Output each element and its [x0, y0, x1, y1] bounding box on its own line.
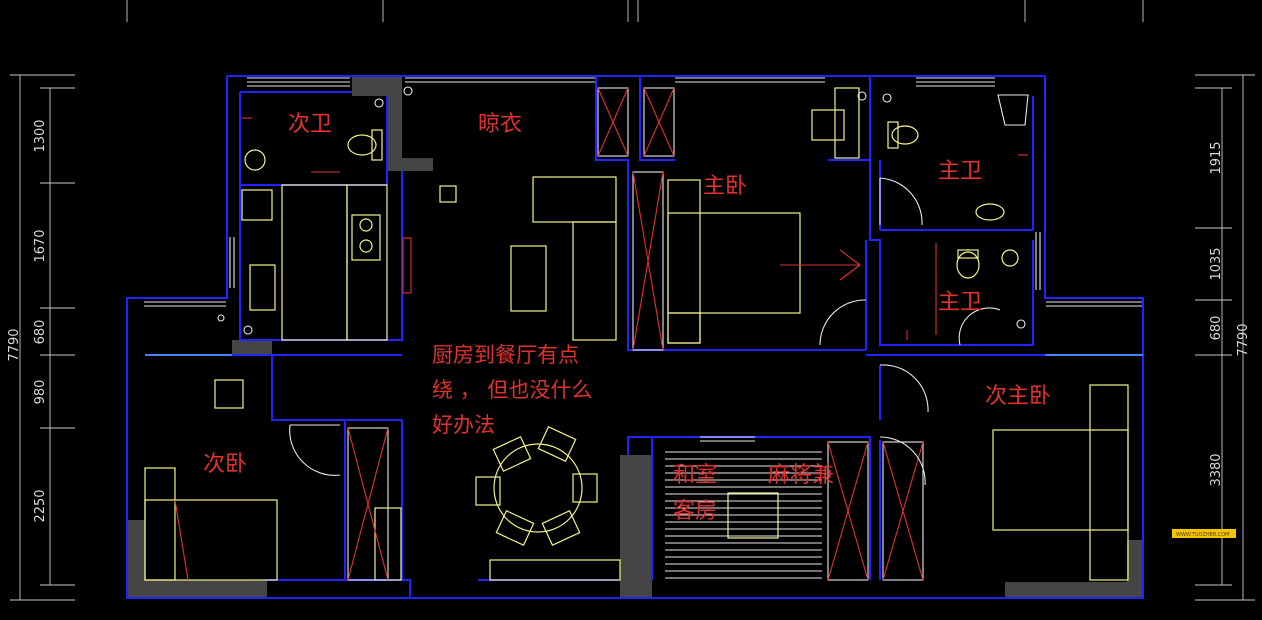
dim-left-5: 2250 — [33, 489, 48, 522]
wall-poche — [127, 76, 1143, 598]
watermark-text: WWW.TUOZHE8.COM — [1176, 532, 1229, 538]
left-dimension-lines — [10, 74, 75, 601]
dim-right-total: 7790 — [1236, 323, 1251, 356]
dim-left-1: 1300 — [33, 119, 48, 152]
dim-right-3: 680 — [1209, 316, 1224, 341]
room-label-secondary-bedroom: 次卧 — [203, 452, 247, 477]
closets — [174, 87, 937, 581]
room-label-drying: 晾衣 — [478, 112, 522, 137]
room-label-secondary-bath: 次卫 — [288, 112, 332, 137]
room-label-secondary-master: 次主卧 — [985, 384, 1051, 409]
dim-left-4: 980 — [33, 380, 48, 405]
design-note: 厨房到餐厅有点 绕 ， 但也没什么 好办法 — [432, 343, 592, 437]
room-label-master-bedroom: 主卧 — [703, 174, 747, 199]
right-dimension-lines — [1195, 74, 1255, 601]
room-label-guest-room: 客房 — [673, 499, 717, 524]
room-label-master-bath-2: 主卫 — [938, 290, 982, 315]
door-swings — [289, 94, 1029, 486]
outlet-markers — [217, 86, 1026, 335]
note-line-3: 好办法 — [432, 413, 495, 437]
dim-right-1: 1915 — [1209, 141, 1224, 174]
dim-left-2: 1670 — [33, 229, 48, 262]
watermark-logo: WWW.TUOZHE8.COM — [1172, 529, 1236, 538]
note-line-1: 厨房到餐厅有点 — [432, 343, 579, 367]
note-line-2: 绕 ， 但也没什么 — [432, 378, 592, 402]
top-dimension-ticks — [126, 0, 1144, 22]
red-details — [242, 117, 1028, 340]
dim-left-3: 680 — [33, 320, 48, 345]
dim-left-total: 7790 — [7, 328, 22, 361]
dim-right-2: 1035 — [1209, 247, 1224, 280]
room-label-mahjong-room: 麻将兼 — [768, 463, 834, 488]
tatami-slats — [665, 451, 822, 579]
windows — [144, 77, 1142, 442]
room-label-japanese-room: 和室 — [673, 463, 717, 488]
room-label-master-bath-1: 主卫 — [938, 159, 982, 184]
dim-right-4: 3380 — [1209, 453, 1224, 486]
